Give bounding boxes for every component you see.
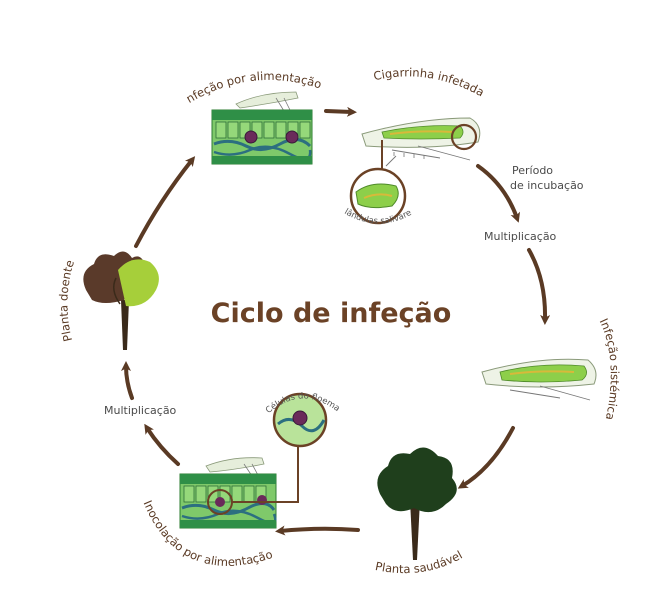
arrow-infected-to-incubation [476,164,520,223]
arrow-systemic-to-healthy [457,426,515,489]
cycle-arrows [121,106,551,536]
label-incubation-line1: Período [512,164,553,177]
diseased-tree-icon [83,251,159,350]
arrow-healthy-to-inoculation [275,525,360,536]
label-multiplication-left: Multiplicação [104,404,177,417]
label-feeding-infection: Infeção por alimentação [0,0,323,106]
arrow-inoculation-to-multiplication [144,423,180,466]
arrow-diseased-to-feeding [134,156,196,248]
label-incubation-line2: de incubação [510,179,584,192]
plant-tissue-section-top [211,109,313,165]
label-infected-leafhopper: Cigarrinha infetada [372,65,487,99]
label-multiplication-right: Multiplicação [484,230,557,243]
label-diseased-plant: Planta doente [56,258,77,343]
arrow-multiplication-to-diseased [121,361,134,400]
phloem-cells-callout: Células do floema [232,391,342,503]
diagram-title: Ciclo de infeção [211,298,452,329]
label-healthy-plant: Planta saudável [374,548,465,577]
arrow-feed-to-infected [324,106,357,117]
arrow-multiplication-to-systemic [527,248,551,325]
leafhopper-systemic [481,358,597,401]
healthy-tree-icon [377,447,457,560]
leafhopper-infected [361,117,481,176]
label-systemic-infection: Infeção sistémica [597,316,622,421]
